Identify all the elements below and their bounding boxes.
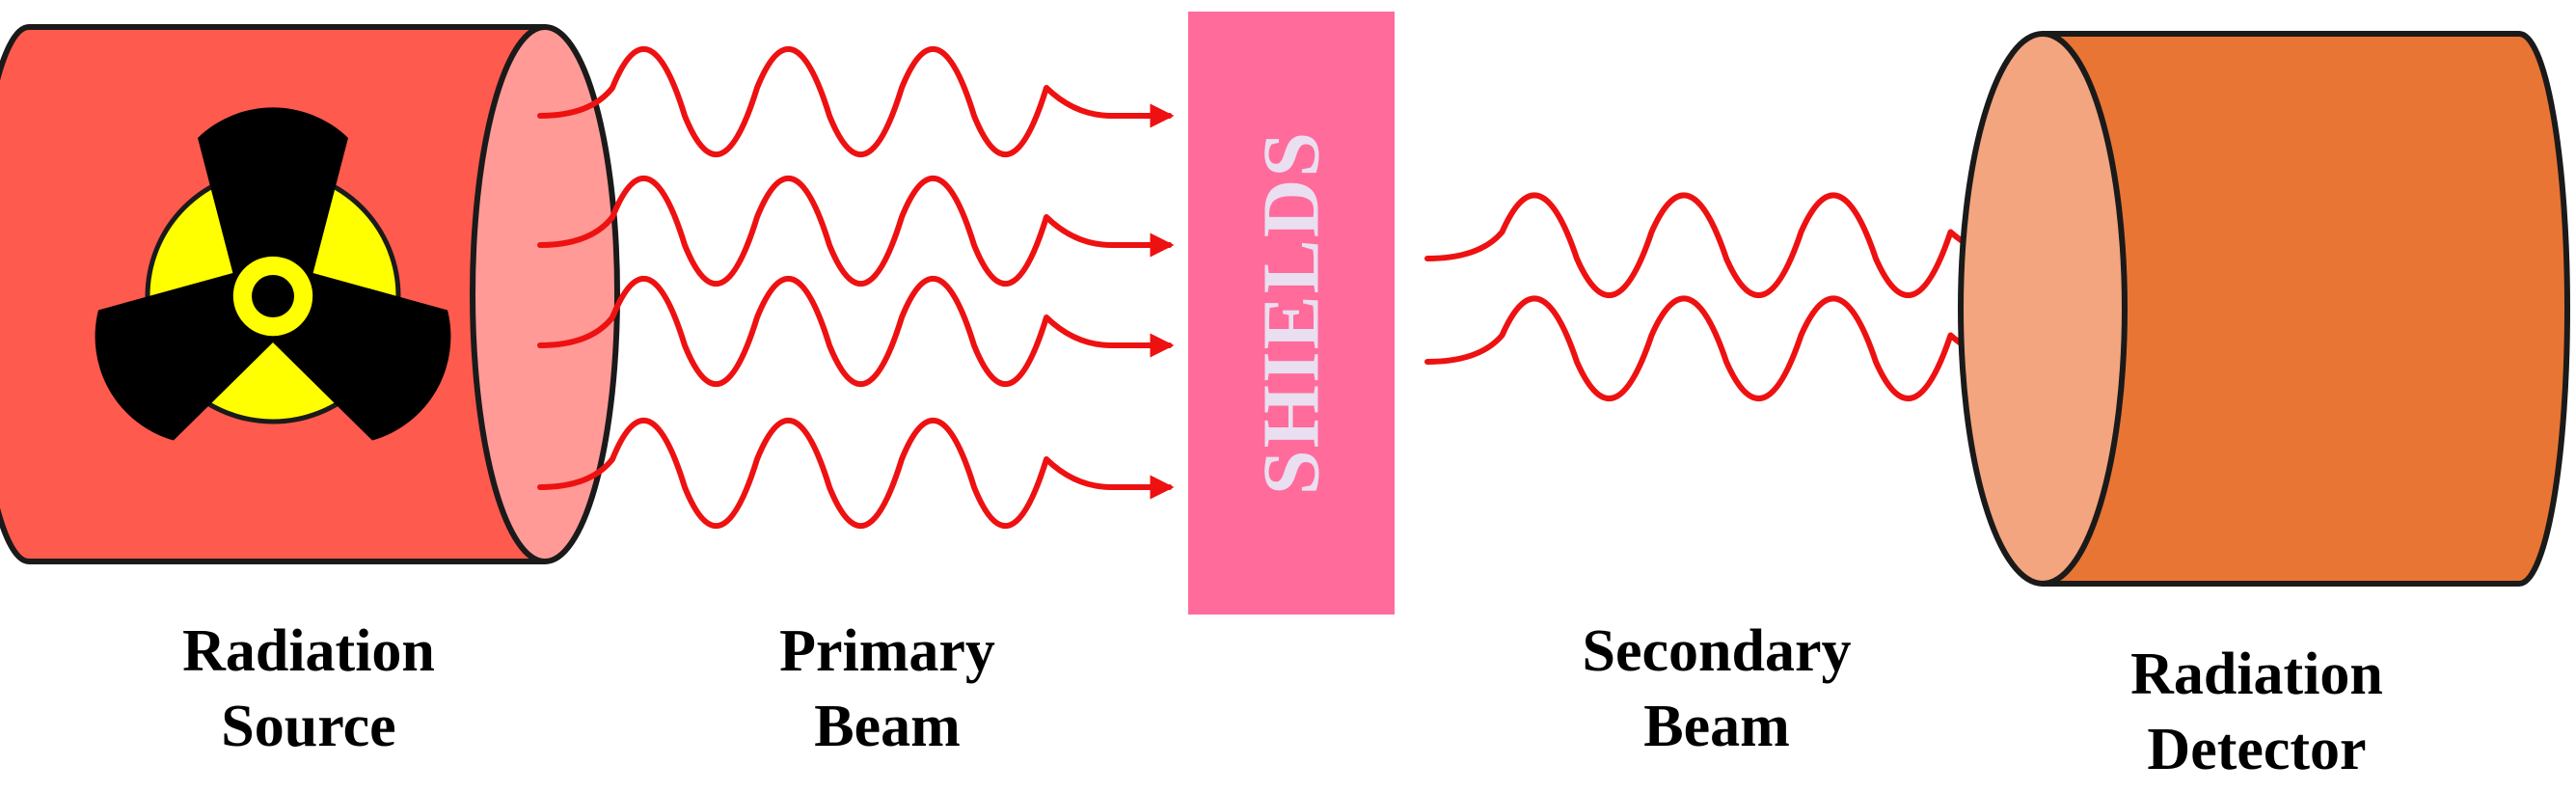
secondary-beam-caption: Secondary Beam (1533, 614, 1900, 764)
radiation-trefoil-icon (95, 107, 451, 441)
caption-line: Beam (814, 694, 961, 759)
wave-arrow (537, 45, 1175, 158)
caption-line: Source (221, 694, 396, 759)
primary-beam (537, 45, 1175, 530)
radiation-source-caption: Radiation Source (135, 614, 482, 764)
radiation-source (0, 24, 620, 564)
secondary-beam (1424, 192, 2108, 402)
shield-label: SHIELDS (1247, 130, 1337, 495)
wave-arrow (537, 417, 1175, 530)
wave-arrow (1424, 295, 2108, 402)
caption-line: Radiation (2130, 642, 2383, 707)
caption-line: Secondary (1582, 618, 1852, 684)
shield: SHIELDS (1188, 12, 1395, 615)
radiation-detector-caption: Radiation Detector (2074, 637, 2440, 787)
caption-line: Radiation (182, 618, 435, 684)
wave-arrow (537, 275, 1175, 388)
wave-arrow (1424, 192, 2108, 299)
primary-beam-caption: Primary Beam (733, 614, 1042, 764)
detector-cylinder-body (2040, 31, 2570, 587)
caption-line: Beam (1643, 694, 1790, 759)
detector-cylinder-face (1958, 31, 2128, 587)
radiation-detector (1958, 31, 2570, 587)
shield-block (1188, 12, 1395, 615)
wave-arrow (537, 175, 1175, 287)
caption-line: Primary (779, 618, 995, 684)
source-cylinder-face (470, 24, 620, 564)
caption-line: Detector (2147, 717, 2367, 782)
